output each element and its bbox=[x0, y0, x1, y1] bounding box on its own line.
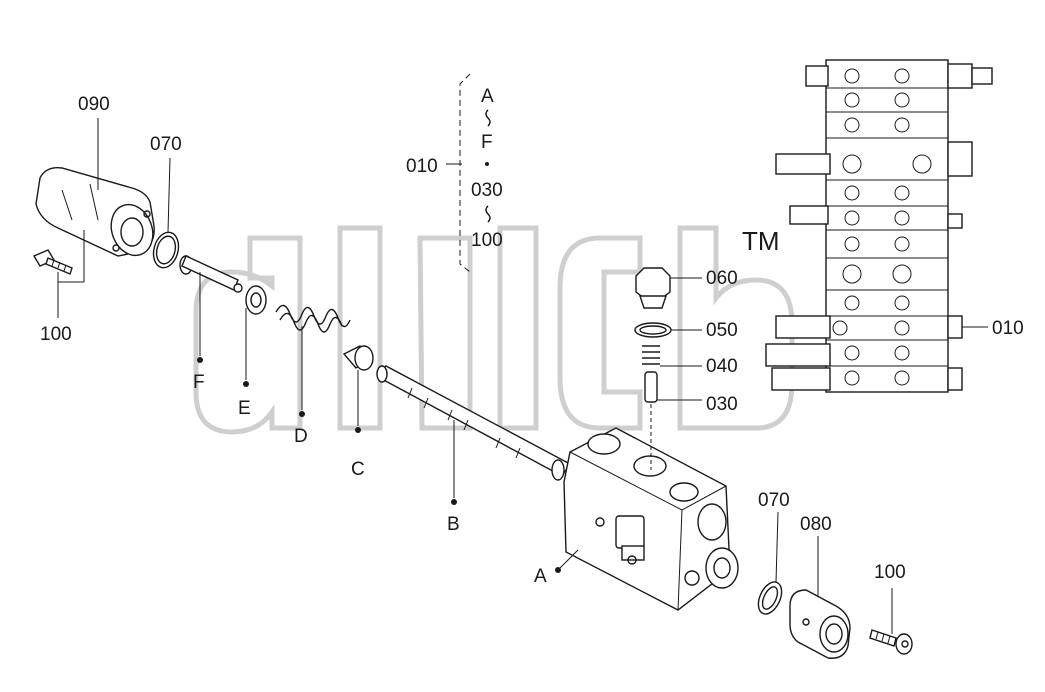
label-d: D bbox=[294, 426, 308, 447]
group-bracket bbox=[446, 73, 491, 273]
group-label-030: 030 bbox=[471, 180, 503, 201]
part-080-cover bbox=[789, 589, 851, 659]
label-050: 050 bbox=[706, 320, 738, 341]
part-090-housing bbox=[35, 167, 155, 257]
watermark: TM bbox=[193, 225, 795, 435]
label-100-right: 100 bbox=[874, 562, 906, 583]
watermark-trademark: TM bbox=[742, 226, 780, 256]
label-e: E bbox=[238, 398, 251, 419]
part-b-spool bbox=[376, 365, 572, 481]
label-b: B bbox=[447, 514, 460, 535]
group-label-f: F bbox=[481, 132, 493, 153]
part-070-oring-right bbox=[757, 581, 783, 615]
part-040-spring bbox=[642, 345, 660, 365]
label-040: 040 bbox=[706, 356, 738, 377]
group-label-100: 100 bbox=[471, 230, 503, 251]
part-f-rod bbox=[179, 255, 243, 293]
label-010-right: 010 bbox=[992, 318, 1024, 339]
label-080: 080 bbox=[800, 514, 832, 535]
part-c-cap bbox=[342, 345, 374, 371]
label-070-left: 070 bbox=[150, 134, 182, 155]
part-a-valve-body bbox=[563, 427, 739, 611]
part-100-bolt-left bbox=[32, 249, 73, 275]
label-c: C bbox=[351, 459, 365, 480]
part-050-oring bbox=[634, 322, 672, 338]
label-060: 060 bbox=[706, 268, 738, 289]
label-010-group: 010 bbox=[406, 156, 438, 177]
part-e-seat bbox=[245, 285, 267, 315]
label-070-right: 070 bbox=[758, 490, 790, 511]
label-090: 090 bbox=[78, 94, 110, 115]
valve-bank-assembly bbox=[765, 59, 993, 393]
label-f: F bbox=[193, 372, 205, 393]
part-d-spring bbox=[275, 304, 351, 333]
group-label-a: A bbox=[481, 86, 494, 107]
label-030: 030 bbox=[706, 394, 738, 415]
part-060-plug bbox=[635, 267, 671, 309]
label-100-left: 100 bbox=[40, 324, 72, 345]
part-030-poppet bbox=[644, 371, 658, 403]
label-a: A bbox=[534, 566, 547, 587]
part-100-bolt-right bbox=[869, 629, 913, 655]
part-070-oring-left bbox=[152, 231, 180, 269]
